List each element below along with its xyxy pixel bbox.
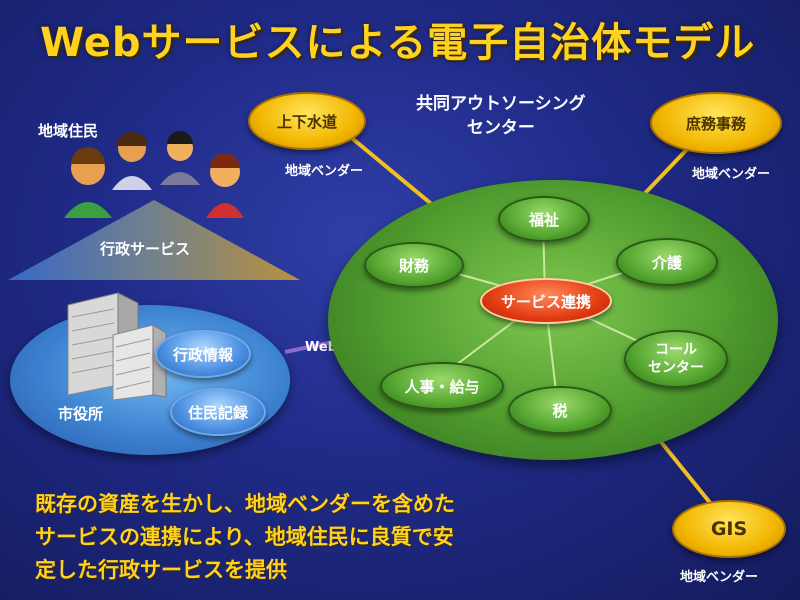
server-building-icon (67, 292, 167, 400)
outsourcing-center-label-line1: 共同アウトソーシング (416, 94, 586, 114)
service-call-center: コールセンター (624, 330, 728, 388)
outsourcing-center-label: 共同アウトソーシング センター (416, 92, 586, 140)
city-item-resident-records: 住民記録 (170, 388, 266, 436)
vendor-water-label: 地域ベンダー (285, 164, 364, 179)
residents-group-icon (64, 131, 244, 218)
vendor-water: 上下水道 (248, 92, 366, 150)
service-hr-payroll: 人事・給与 (380, 362, 504, 410)
person-icon (160, 131, 200, 185)
outsourcing-center-label-line2: センター (466, 118, 535, 138)
summary-line-2: サービスの連携により、地域住民に良質で安 (35, 525, 454, 549)
vendor-gis-label: 地域ベンダー (680, 570, 759, 585)
service-finance: 財務 (364, 242, 464, 288)
admin-service-label: 行政サービス (100, 240, 191, 258)
service-care: 介護 (616, 238, 718, 286)
summary-text: 既存の資産を生かし、地域ベンダーを含めた サービスの連携により、地域住民に良質で… (35, 488, 635, 587)
person-icon (112, 132, 152, 190)
vendor-gis: GIS (672, 500, 786, 558)
vendor-registry: 庶務事務 (650, 92, 782, 154)
service-hub: サービス連携 (480, 278, 612, 324)
page-title: Webサービスによる電子自治体モデル (40, 20, 756, 66)
person-icon (206, 153, 244, 218)
city-item-admin-info: 行政情報 (155, 330, 251, 378)
vendor-registry-label: 地域ベンダー (692, 167, 771, 182)
residents-label: 地域住民 (38, 122, 99, 140)
summary-line-1: 既存の資産を生かし、地域ベンダーを含めた (35, 492, 455, 516)
service-welfare: 福祉 (498, 196, 590, 242)
service-tax: 税 (508, 386, 612, 434)
person-icon (64, 147, 112, 218)
city-hall-label: 市役所 (58, 405, 104, 423)
summary-line-3: 定した行政サービスを提供 (35, 558, 287, 582)
